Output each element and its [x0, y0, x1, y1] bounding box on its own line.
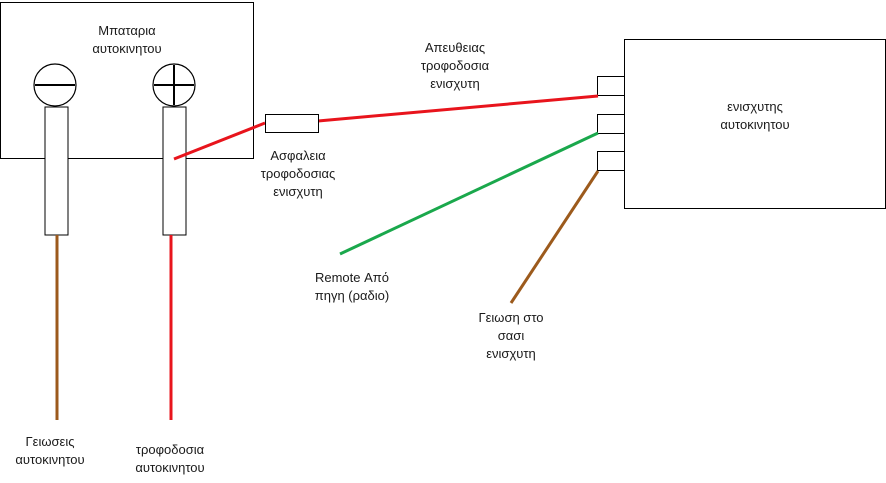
direct-supply-label-line: ενισχυτη: [430, 76, 480, 91]
fuse-label: Ασφαλεια τροφοδοσιας ενισχυτη: [238, 147, 358, 201]
chassis-ground-label-line: σασι: [497, 328, 525, 343]
direct-supply-label-line: Απευθειας: [424, 40, 486, 55]
remote-wire: [339, 131, 599, 256]
chassis-ground-label-line: Γειωση στο: [478, 310, 544, 325]
chassis-ground-label-line: ενισχυτη: [486, 346, 536, 361]
battery-label: Μπαταρια αυτοκινητου: [64, 22, 190, 58]
fuse-label-line: Ασφαλεια: [270, 148, 326, 163]
direct-supply-label-line: τροφοδοσια: [420, 58, 490, 73]
chassis-ground-wire: [509, 170, 600, 304]
remote-label-line: Remote Από: [314, 270, 389, 285]
negative-post: [44, 106, 69, 236]
fuse-label-line: ενισχυτη: [273, 184, 323, 199]
amplifier-label-line: αυτοκινητου: [720, 117, 790, 132]
chassis-ground-label: Γειωση στο σασι ενισχυτη: [451, 309, 571, 363]
amp-remote-connector: [597, 114, 625, 134]
fuse-icon: [265, 114, 319, 133]
car-grounds-label-line: αυτοκινητου: [15, 452, 85, 467]
negative-terminal-icon: [33, 63, 77, 107]
remote-label-line: πηγη (ραδιο): [314, 288, 390, 303]
battery-label-line: Μπαταρια: [98, 23, 156, 38]
amplifier-label: ενισχυτης αυτοκινητου: [695, 98, 815, 134]
fuse-label-line: τροφοδοσιας: [260, 166, 336, 181]
battery-box: [0, 2, 254, 159]
car-supply-label: τροφοδοσια αυτοκινητου: [115, 441, 225, 477]
car-grounds-label-line: Γειωσεις: [25, 434, 75, 449]
power-wire-battery-to-fuse: [173, 121, 266, 161]
car-supply-label-line: αυτοκινητου: [135, 460, 205, 475]
power-wire-fuse-to-amp: [317, 94, 599, 123]
positive-post: [162, 106, 187, 236]
direct-supply-label: Απευθειας τροφοδοσια ενισχυτη: [395, 39, 515, 93]
car-grounds-label: Γειωσεις αυτοκινητου: [0, 433, 100, 469]
positive-terminal-icon: [152, 63, 196, 107]
car-supply-label-line: τροφοδοσια: [135, 442, 205, 457]
amplifier-box: [624, 39, 886, 209]
amp-power-connector: [597, 76, 625, 96]
battery-label-line: αυτοκινητου: [92, 41, 162, 56]
amp-ground-connector: [597, 151, 625, 171]
amplifier-label-line: ενισχυτης: [727, 99, 783, 114]
remote-label: Remote Από πηγη (ραδιο): [292, 269, 412, 305]
